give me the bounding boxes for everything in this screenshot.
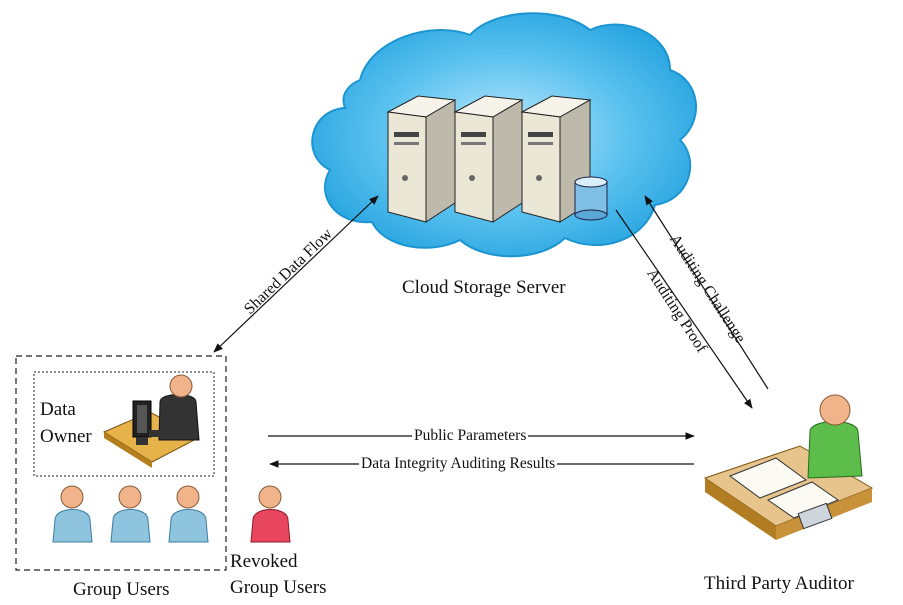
tpa-label: Third Party Auditor bbox=[704, 573, 854, 594]
group-users-box bbox=[15, 355, 227, 571]
server-rack-2 bbox=[453, 95, 524, 223]
database-cylinder bbox=[574, 176, 608, 221]
group-user-1 bbox=[52, 485, 93, 543]
auditing-proof-arrow bbox=[615, 209, 753, 409]
group-user-3 bbox=[168, 485, 209, 543]
revoked-user bbox=[250, 485, 291, 543]
group-users-label: Group Users bbox=[73, 579, 170, 600]
data-owner-label-line2: Owner bbox=[40, 426, 92, 447]
shared-data-flow-arrow bbox=[213, 195, 379, 353]
data-owner-figure bbox=[102, 374, 200, 468]
revoked-label-line2: Group Users bbox=[230, 577, 327, 598]
auditing-results-label: Data Integrity Auditing Results bbox=[359, 455, 558, 472]
server-rack-1 bbox=[386, 95, 457, 223]
revoked-label-line1: Revoked bbox=[230, 551, 298, 572]
group-user-2 bbox=[110, 485, 151, 543]
data-owner-label-line1: Data bbox=[40, 399, 76, 420]
public-parameters-label: Public Parameters bbox=[412, 427, 529, 444]
data-owner-box bbox=[33, 371, 215, 477]
auditing-challenge-arrow bbox=[644, 195, 769, 390]
cloud-server-label: Cloud Storage Server bbox=[402, 277, 566, 298]
auditor-figure bbox=[703, 394, 874, 540]
